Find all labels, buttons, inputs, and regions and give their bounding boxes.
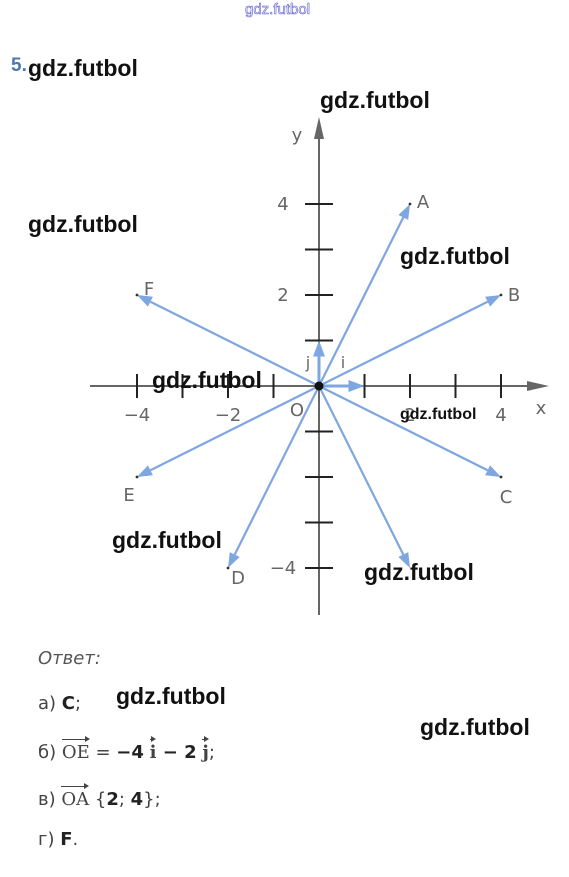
answer-a: а) C; (38, 693, 81, 714)
point-e (135, 475, 139, 479)
vector-c-head (485, 465, 501, 477)
coordinate-plane: A B C D E F x yOi j −4 −2 2 4 4 2 −4 (90, 117, 549, 615)
unit-i-axis-label: i (341, 353, 345, 372)
answer-b: б) OE = −4 i − 2 j; (38, 736, 215, 763)
vector-a-head (398, 204, 410, 220)
point-d (226, 566, 230, 570)
vector-c-shaft (318, 385, 489, 472)
answer-v-close: }; (143, 789, 161, 810)
vector-d-head (228, 552, 240, 568)
answer-b-prefix: б) (38, 742, 62, 763)
vector-e-head (137, 465, 153, 477)
answer-heading: Ответ: (38, 648, 101, 669)
answer-a-prefix: а) (38, 693, 62, 714)
answer-v: в) OA {2; 4}; (38, 783, 161, 810)
answer-b-op: − (156, 742, 185, 763)
unit-i-label: i (149, 736, 157, 763)
unit-vector-i (319, 380, 365, 392)
point-label-b: B (508, 285, 520, 306)
watermark: gdz.futbol (116, 683, 226, 709)
answer-v-prefix: в) (38, 789, 62, 810)
answer-g-value: F (60, 829, 73, 850)
unit-vectors (313, 340, 365, 392)
point-label-d: D (231, 568, 245, 589)
x-axis-label: x (536, 398, 547, 419)
watermark: gdz.futbol (400, 243, 510, 269)
answer-b-coef-2: 2 (184, 742, 197, 763)
point-label-f: F (144, 279, 154, 300)
point-a (408, 202, 412, 206)
watermark: gdz.futbol (420, 714, 530, 740)
x-tick-label: −4 (124, 405, 151, 426)
answer-v-sep: ; (118, 789, 131, 810)
vector-oa-label: OA (61, 783, 90, 810)
unit-vector-j-head (313, 340, 325, 357)
watermark: gdz.futbol (28, 55, 138, 81)
vector-d (228, 385, 320, 568)
point-f (135, 293, 139, 297)
watermark: gdz.futbol (152, 367, 262, 393)
origin-label: O (290, 400, 304, 421)
vectors: A B C D E F (123, 192, 520, 589)
vector-a-shaft (318, 216, 405, 387)
vector-b-head (485, 295, 501, 307)
answer-b-end: ; (208, 742, 215, 763)
x-axis-head (527, 381, 549, 391)
vector-e (137, 385, 320, 477)
vector-e-shaft (149, 385, 320, 472)
y-axis-head (314, 117, 324, 139)
vector-b-shaft (318, 300, 489, 387)
y-tick-label: −4 (270, 558, 297, 579)
answer-a-end: ; (75, 693, 82, 714)
vector-d-shaft (233, 385, 320, 556)
y-tick-label: 4 (277, 194, 288, 215)
watermark: gdz.futbol (28, 211, 138, 237)
vector-oe-label: OE (61, 736, 90, 763)
answer-g: г) F. (38, 829, 78, 850)
vector-unlabeled (318, 385, 410, 568)
watermark: gdz.futbol (320, 87, 430, 113)
x-tick-label: −2 (215, 405, 242, 426)
answer-v-y: 4 (130, 789, 144, 810)
watermark-top: gdz.futbol (245, 1, 311, 19)
point-label-a: A (417, 192, 430, 213)
watermark: gdz.futbol (400, 406, 477, 423)
answer-v-x: 2 (106, 789, 119, 810)
point-b (499, 293, 503, 297)
answer-a-value: C (61, 693, 75, 714)
vector-unlabeled-shaft (318, 385, 405, 556)
vector-c (318, 385, 501, 477)
labels: x yOi j −4 −2 2 4 4 2 −4 (124, 125, 547, 579)
answer-g-prefix: г) (38, 829, 61, 850)
point-c (499, 475, 503, 479)
vector-f-shaft (149, 300, 320, 387)
y-tick-label: 2 (277, 285, 288, 306)
answer-b-eq: = (89, 742, 117, 763)
unit-vector-j (313, 340, 325, 386)
vector-b (318, 295, 501, 387)
vector-f (137, 295, 320, 387)
answer-g-end: . (72, 829, 79, 850)
y-axis-label: y (292, 125, 303, 146)
x-tick-label: 2 (404, 405, 415, 426)
ticks (136, 203, 502, 569)
answer-b-coef-1: −4 (116, 742, 144, 763)
answer-v-open: { (89, 789, 107, 810)
x-tick-label: 4 (495, 405, 506, 426)
point-label-e: E (123, 485, 134, 506)
point-label-c: C (500, 487, 513, 508)
vector-unlabeled-head (398, 552, 410, 568)
x-axis (90, 381, 549, 391)
unit-j-axis-label: j (305, 353, 310, 372)
problem-number: 5. (11, 55, 27, 76)
watermark: gdz.futbol (364, 559, 474, 585)
vector-a (318, 204, 410, 387)
vector-f-head (137, 295, 153, 307)
unit-j-label: j (202, 736, 209, 763)
watermark: gdz.futbol (112, 527, 222, 553)
unit-vector-i-head (348, 380, 365, 392)
origin-dot (314, 381, 324, 391)
